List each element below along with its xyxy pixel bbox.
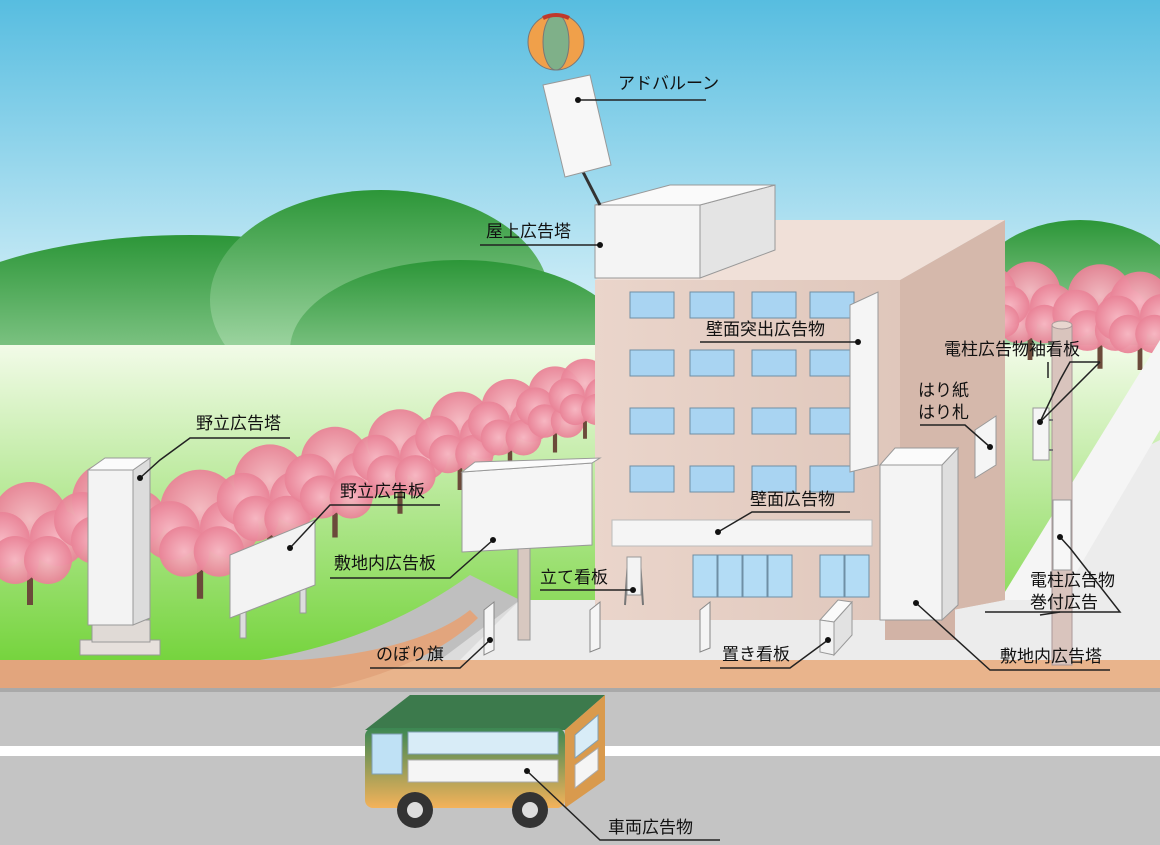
field-ad-tower-shape: [79, 457, 161, 656]
window: [809, 465, 855, 493]
utility-pole: [1032, 320, 1073, 666]
window: [809, 349, 855, 377]
label-premises-ad-tower: 敷地内広告塔: [1000, 647, 1102, 667]
window: [689, 291, 735, 319]
cherry-tree: [141, 469, 259, 599]
bus-shape: [365, 695, 605, 828]
standing-sign-shape: [624, 556, 644, 606]
label-standing-sign: 立て看板: [540, 568, 608, 588]
plaza-pavement: [420, 440, 1160, 690]
window: [689, 465, 735, 493]
window: [629, 291, 675, 319]
window: [751, 465, 797, 493]
leader-lines: [139, 99, 1122, 841]
label-vehicle-ad: 車両広告物: [608, 818, 693, 838]
window: [809, 407, 855, 435]
leader-dots: [137, 97, 1063, 774]
premises-tower-shape: [878, 446, 960, 622]
building-windows: [629, 291, 855, 493]
label-field-ad-board: 野立広告板: [340, 482, 425, 502]
cherry-tree: [0, 482, 86, 605]
label-pole-wrap-ad: 電柱広告物 巻付広告: [1030, 571, 1115, 613]
label-wall-projecting-sign: 壁面突出広告物: [706, 320, 825, 340]
wall-projecting-sign-shape: [849, 291, 879, 473]
side-walk-right: [1000, 340, 1160, 600]
wall-ad-band: [611, 519, 873, 547]
label-banner-flag: のぼり旗: [376, 645, 444, 665]
label-rooftop-ad-tower: 屋上広告塔: [486, 222, 571, 242]
label-pole-sleeve-sign: 電柱広告物袖看板: [944, 340, 1080, 360]
label-wall-ad: 壁面広告物: [750, 490, 835, 510]
entrance-windows: [692, 554, 870, 598]
label-premises-ad-board: 敷地内広告板: [334, 554, 436, 574]
premises-ad-board-shape: [460, 457, 602, 641]
rooftop-ad-tower-shape: [594, 184, 776, 279]
label-field-ad-tower: 野立広告塔: [196, 414, 281, 434]
window: [689, 407, 735, 435]
label-placed-sign: 置き看板: [722, 645, 790, 665]
window: [809, 291, 855, 319]
window: [751, 407, 797, 435]
label-posters: はり紙 はり札: [918, 381, 969, 423]
cherry-tree: [1095, 271, 1160, 370]
label-ad-balloon: アドバルーン: [618, 74, 720, 94]
window: [751, 291, 797, 319]
window: [689, 349, 735, 377]
window: [629, 407, 675, 435]
poster-shape: [974, 415, 997, 479]
window: [629, 349, 675, 377]
window: [629, 465, 675, 493]
window: [751, 349, 797, 377]
